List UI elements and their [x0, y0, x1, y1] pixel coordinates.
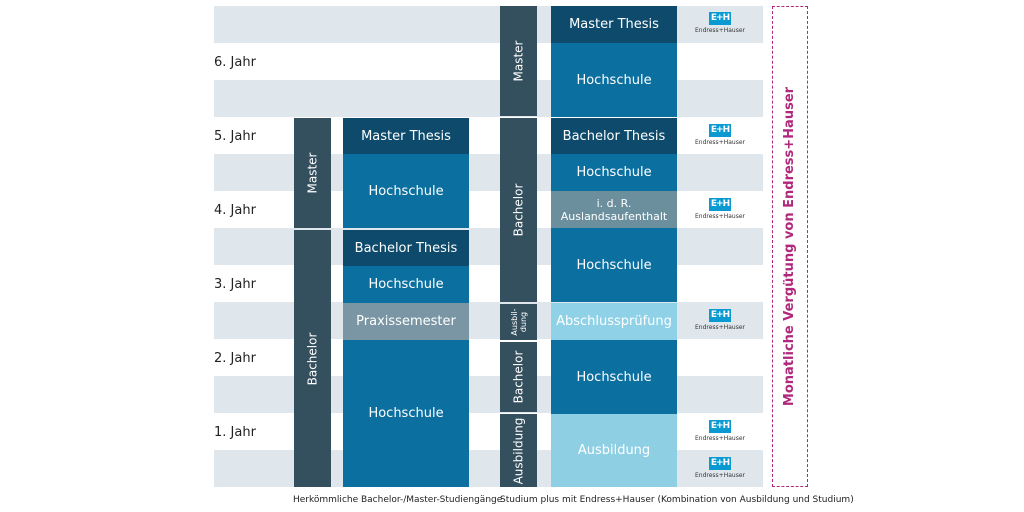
right-hochschule-master: Hochschule — [551, 43, 677, 117]
year-label-1: 1. Jahr — [214, 425, 256, 440]
left-bachelor-bar: Bachelor — [294, 230, 331, 487]
eh-logo-mark: E+H — [709, 12, 731, 25]
row-stripe — [214, 80, 763, 117]
right-auslandsaufenthalt: i. d. R. Auslandsaufenthalt — [551, 191, 677, 228]
year-label-5: 5. Jahr — [214, 129, 256, 144]
left-hochschule-master: Hochschule — [343, 154, 469, 228]
eh-logo: E+H Endress+Hauser — [685, 12, 755, 42]
year-label-2: 2. Jahr — [214, 351, 256, 366]
eh-logo-text: Endress+Hauser — [695, 213, 745, 220]
eh-logo-text: Endress+Hauser — [695, 472, 745, 479]
eh-logo: E+H Endress+Hauser — [685, 457, 755, 487]
eh-logo-mark: E+H — [709, 420, 731, 433]
left-master-thesis: Master Thesis — [343, 118, 469, 154]
right-bachelor-upper-label: Bachelor — [511, 183, 526, 237]
eh-logo-text: Endress+Hauser — [695, 435, 745, 442]
right-hochschule-2: Hochschule — [551, 340, 677, 414]
eh-logo-mark: E+H — [709, 124, 731, 137]
year-label-4: 4. Jahr — [214, 203, 256, 218]
right-hochschule-3: Hochschule — [551, 228, 677, 302]
year-label-6: 6. Jahr — [214, 55, 256, 70]
eh-logo: E+H Endress+Hauser — [685, 124, 755, 154]
monthly-pay-label: Monatliche Vergütung von Endress+Hauser — [782, 86, 798, 407]
eh-logo: E+H Endress+Hauser — [685, 198, 755, 228]
right-master-bar: Master — [500, 6, 537, 116]
left-hochschule-3: Hochschule — [343, 266, 469, 303]
monthly-pay-frame: Monatliche Vergütung von Endress+Hauser — [772, 6, 808, 487]
eh-logo: E+H Endress+Hauser — [685, 420, 755, 450]
eh-logo-mark: E+H — [709, 198, 731, 211]
right-master-label: Master — [511, 40, 526, 82]
right-master-thesis: Master Thesis — [551, 6, 677, 43]
right-hochschule-4: Hochschule — [551, 154, 677, 191]
eh-logo-text: Endress+Hauser — [695, 27, 745, 34]
left-praxissemester: Praxissemester — [343, 303, 469, 340]
eh-logo: E+H Endress+Hauser — [685, 309, 755, 339]
right-ausbildung-mid-label: Ausbil- dung — [509, 308, 528, 336]
left-bachelor-thesis: Bachelor Thesis — [343, 230, 469, 266]
caption-right: Studium plus mit Endress+Hauser (Kombina… — [500, 495, 854, 505]
right-ausbildung-lower-bar: Ausbildung — [500, 414, 537, 487]
right-abschlusspruefung: Abschlussprüfung — [551, 303, 677, 340]
right-bachelor-thesis: Bachelor Thesis — [551, 118, 677, 154]
left-master-label: Master — [305, 152, 320, 194]
right-bachelor-lower-bar: Bachelor — [500, 342, 537, 412]
eh-logo-text: Endress+Hauser — [695, 139, 745, 146]
eh-logo-mark: E+H — [709, 309, 731, 322]
right-ausbildung-mid-bar: Ausbil- dung — [500, 304, 537, 340]
left-bachelor-label: Bachelor — [305, 332, 320, 385]
left-master-bar: Master — [294, 118, 331, 228]
left-hochschule-bachelor: Hochschule — [343, 340, 469, 487]
right-bachelor-upper-bar: Bachelor — [500, 118, 537, 302]
right-bachelor-lower-label: Bachelor — [511, 350, 526, 404]
right-ausbildung: Ausbildung — [551, 414, 677, 487]
eh-logo-text: Endress+Hauser — [695, 324, 745, 331]
eh-logo-mark: E+H — [709, 457, 731, 470]
year-label-3: 3. Jahr — [214, 277, 256, 292]
caption-left: Herkömmliche Bachelor-/Master-Studiengän… — [293, 495, 503, 505]
row-stripe — [214, 6, 763, 43]
right-ausbildung-lower-label: Ausbildung — [511, 417, 526, 484]
